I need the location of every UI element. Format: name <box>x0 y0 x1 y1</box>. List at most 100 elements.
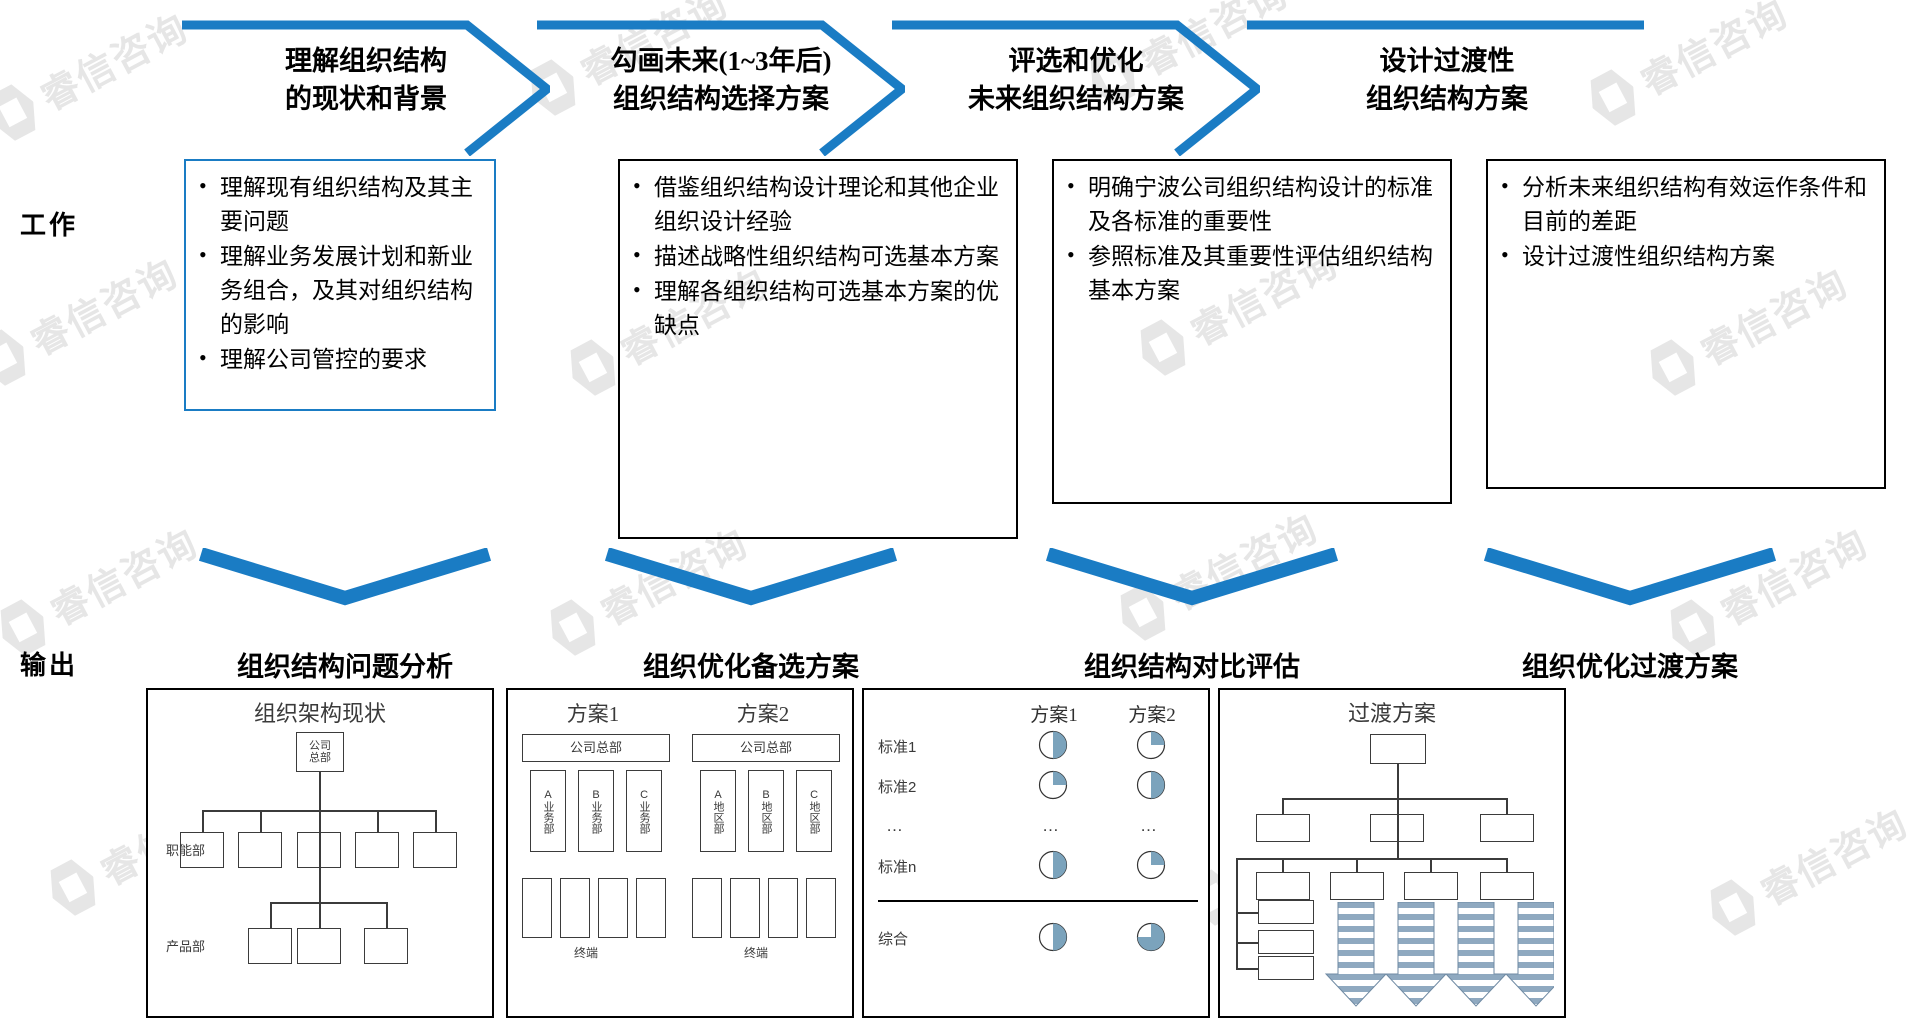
org-connector <box>319 772 321 810</box>
pie-icon-plan2-row1 <box>1136 730 1166 760</box>
work-list-1: 理解现有组织结构及其主要问题 理解业务发展计划和新业务组合，及其对组织结构的影响… <box>196 170 486 377</box>
work-item: 理解公司管控的要求 <box>196 342 486 377</box>
plan-1-terminal-box <box>560 878 590 938</box>
pie-icon-plan2-row2 <box>1136 770 1166 800</box>
pie-icon-plan1-rown <box>1038 850 1068 880</box>
chevron-header-4: 设计过渡性 组织结构方案 <box>1247 16 1647 156</box>
work-item: 分析未来组织结构有效运作条件和目前的差距 <box>1498 170 1876 239</box>
transition-level2-box <box>1480 814 1534 842</box>
org-connector <box>260 810 262 832</box>
plan-1-terminal-box <box>636 878 666 938</box>
plan-2-terminal-box <box>768 878 798 938</box>
work-list-2: 借鉴组织结构设计理论和其他企业组织设计经验 描述战略性组织结构可选基本方案 理解… <box>630 170 1008 343</box>
transition-connector <box>1282 858 1506 860</box>
work-item: 理解现有组织结构及其主要问题 <box>196 170 486 239</box>
chevron-line-1: 评选和优化 <box>1008 46 1144 76</box>
compare-col-header-1: 方案1 <box>1030 705 1078 726</box>
down-arrow-1 <box>195 547 495 613</box>
org-functional-box <box>238 832 282 868</box>
org-product-box <box>364 928 408 964</box>
transition-connector <box>1236 912 1258 914</box>
plan-1-footer-label: 终端 <box>574 946 599 960</box>
org-trunk <box>319 810 321 938</box>
org-root-box: 公司总部 <box>296 732 344 772</box>
chevron-shape-icon <box>1247 20 1644 30</box>
output-title-3: 组织结构对比评估 <box>1084 652 1300 682</box>
down-arrow-3 <box>1042 547 1342 613</box>
row-label-output: 输出 <box>20 651 79 680</box>
down-arrow-2 <box>601 547 901 613</box>
chevron-line-2: 组织结构选择方案 <box>613 84 829 115</box>
chevron-header-1: 理解组织结构 的现状和背景 <box>182 16 550 156</box>
chevron-line-2: 的现状和背景 <box>285 84 447 115</box>
pie-ellipsis-plan1: … <box>1042 816 1062 835</box>
work-item: 理解业务发展计划和新业务组合，及其对组织结构的影响 <box>196 239 486 342</box>
work-item: 明确宁波公司组织结构设计的标准及各标准的重要性 <box>1064 170 1442 239</box>
org-level-label-functional: 职能部 <box>166 843 206 858</box>
chevron-line-1: 勾画未来(1~3年后) <box>610 46 832 76</box>
chevron-line-2: 组织结构方案 <box>1366 84 1528 115</box>
pie-icon-plan2-rown <box>1136 850 1166 880</box>
org-functional-box <box>413 832 457 868</box>
criterion-label: 标准n <box>878 859 917 876</box>
work-item: 描述战略性组织结构可选基本方案 <box>630 239 1008 274</box>
transition-level3-box <box>1404 872 1458 900</box>
arrow-down-icon <box>1444 902 1508 1007</box>
plan-2-terminal-box <box>806 878 836 938</box>
chevron-header-4-text: 设计过渡性 组织结构方案 <box>1247 42 1647 119</box>
output-title-1: 组织结构问题分析 <box>237 652 453 682</box>
work-item: 参照标准及其重要性评估组织结构基本方案 <box>1064 239 1442 308</box>
work-box-2: 借鉴组织结构设计理论和其他企业组织设计经验 描述战略性组织结构可选基本方案 理解… <box>618 159 1018 539</box>
output-panel-4: 过渡方案 <box>1218 688 1566 1018</box>
transition-side-box <box>1258 900 1314 924</box>
arrow-down-icon <box>1324 902 1388 1007</box>
output-title-4: 组织优化过渡方案 <box>1522 652 1738 682</box>
transition-connector <box>1282 798 1506 800</box>
plan-2-unit-box: C地区部 <box>796 770 832 852</box>
chevron-down-icon <box>198 547 492 606</box>
chevron-down-icon <box>1483 547 1777 606</box>
chevron-header-2: 勾画未来(1~3年后) 组织结构选择方案 <box>537 16 905 156</box>
chevron-header-3: 评选和优化 未来组织结构方案 <box>892 16 1260 156</box>
chevron-line-1: 设计过渡性 <box>1379 46 1515 76</box>
chevron-header-3-text: 评选和优化 未来组织结构方案 <box>892 42 1260 119</box>
plan-2-footer-label: 终端 <box>744 946 769 960</box>
transition-side-box <box>1258 930 1314 954</box>
arrow-down-icon <box>1504 902 1554 1007</box>
summary-label: 综合 <box>878 931 909 948</box>
org-product-box <box>248 928 292 964</box>
org-product-box <box>297 928 341 964</box>
plan-1-terminal-box <box>598 878 628 938</box>
plan-2-terminal-box <box>692 878 722 938</box>
plan-1-unit-box: B业务部 <box>578 770 614 852</box>
compare-col-header-2: 方案2 <box>1128 705 1176 726</box>
transition-side-box <box>1258 956 1314 980</box>
transition-connector <box>1356 858 1358 872</box>
plan-1-unit-box: C业务部 <box>626 770 662 852</box>
org-connector <box>377 810 379 832</box>
chevron-header-2-text: 勾画未来(1~3年后) 组织结构选择方案 <box>537 42 905 119</box>
transition-connector <box>1506 798 1508 814</box>
panel-1-title: 组织架构现状 <box>253 701 386 726</box>
transition-connector <box>1236 942 1258 944</box>
criterion-ellipsis: … <box>886 816 906 835</box>
output-panel-1: 组织架构现状 公司总部 职能部 产品部 <box>146 688 494 1018</box>
plan-2-unit-box: B地区部 <box>748 770 784 852</box>
transition-connector <box>1430 858 1432 872</box>
work-item: 借鉴组织结构设计理论和其他企业组织设计经验 <box>630 170 1008 239</box>
plan-1-title: 方案1 <box>566 702 620 726</box>
panel-4-title: 过渡方案 <box>1347 701 1436 726</box>
summary-divider <box>878 900 1198 902</box>
org-connector <box>202 810 204 832</box>
transition-root-box <box>1370 734 1426 764</box>
down-arrow-4 <box>1480 547 1780 613</box>
chevron-shape-icon <box>537 20 905 156</box>
criterion-label: 标准2 <box>878 779 917 796</box>
plan-1-unit-box: A业务部 <box>530 770 566 852</box>
pie-icon-summary-plan1 <box>1038 922 1068 952</box>
work-box-3: 明确宁波公司组织结构设计的标准及各标准的重要性 参照标准及其重要性评估组织结构基… <box>1052 159 1452 504</box>
chevron-down-icon <box>604 547 898 606</box>
work-list-4: 分析未来组织结构有效运作条件和目前的差距 设计过渡性组织结构方案 <box>1498 170 1876 274</box>
org-connector <box>386 902 388 928</box>
transition-connector <box>1236 968 1258 970</box>
